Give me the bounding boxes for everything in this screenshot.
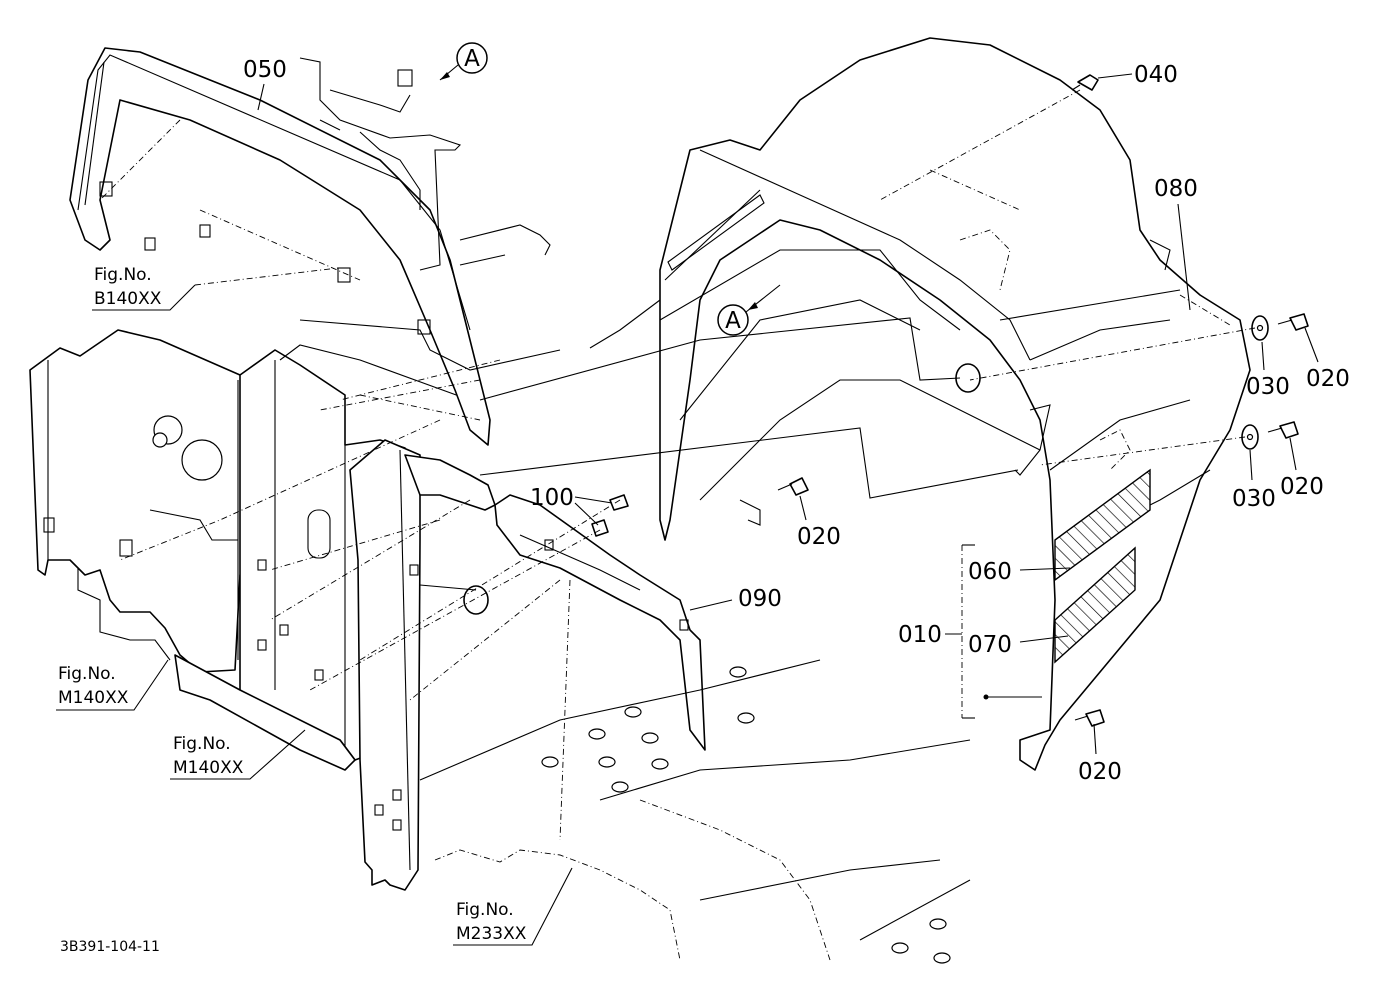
label-020-lower: 020 [1078,759,1122,785]
fig-ref-b140-number: B140XX [94,289,162,309]
fig-ref-m140-mid-title: Fig.No. [173,734,231,754]
label-100: 100 [530,485,574,511]
label-010: 010 [898,622,942,648]
washer-030-upper [1251,315,1269,341]
label-030-upper: 030 [1246,374,1290,400]
cable-lines [319,119,1019,499]
ref-a-mid: A [717,284,781,336]
fig-ref-b140: Fig.No. B140XX [92,265,339,311]
label-090: 090 [738,586,782,612]
label-080: 080 [1154,176,1198,202]
label-020-upper: 020 [1306,366,1350,392]
floor-plate [419,659,971,964]
fig-ref-m140-mid: Fig.No. M140XX [170,729,306,780]
assembly-lines [99,89,1256,841]
fig-ref-m233: Fig.No. M233XX [453,867,573,946]
fig-ref-m140-left: Fig.No. M140XX [56,659,169,711]
ref-a-mid-label: A [725,308,741,334]
fig-ref-m140-left-title: Fig.No. [58,664,116,684]
bolt-020-upper-right [1277,313,1309,331]
label-020-center: 020 [797,524,841,550]
label-060: 060 [968,559,1012,585]
fig-ref-m140-left-number: M140XX [58,688,129,708]
ref-a-top-label: A [464,46,480,72]
bolt-020-mid-right [1267,421,1299,439]
washer-030-lower [1241,424,1259,450]
front-cover-010 [659,37,1251,771]
floor-holes [541,666,951,964]
label-050: 050 [243,57,287,83]
label-070: 070 [968,632,1012,658]
fig-ref-m140-mid-number: M140XX [173,758,244,778]
callouts: 050 040 080 100 020 020 030 020 030 020 … [243,57,1350,785]
drawing-code: 3B391-104-11 [60,939,160,955]
bolt-020-center [777,477,809,496]
fig-ref-m233-title: Fig.No. [456,900,514,920]
label-030-lower: 030 [1232,486,1276,512]
label-040: 040 [1134,62,1178,88]
front-vertical-panel [349,439,496,891]
bolt-020-lower-right [1074,709,1105,727]
fig-ref-b140-title: Fig.No. [94,265,152,285]
lower-bracket-090 [494,494,706,751]
label-020-mid: 020 [1280,474,1324,500]
bolt-040 [1071,74,1099,91]
left-side-panel [29,329,271,673]
ref-a-top: A [439,42,488,81]
fig-ref-m233-number: M233XX [456,924,527,944]
dash-panel [69,47,561,446]
